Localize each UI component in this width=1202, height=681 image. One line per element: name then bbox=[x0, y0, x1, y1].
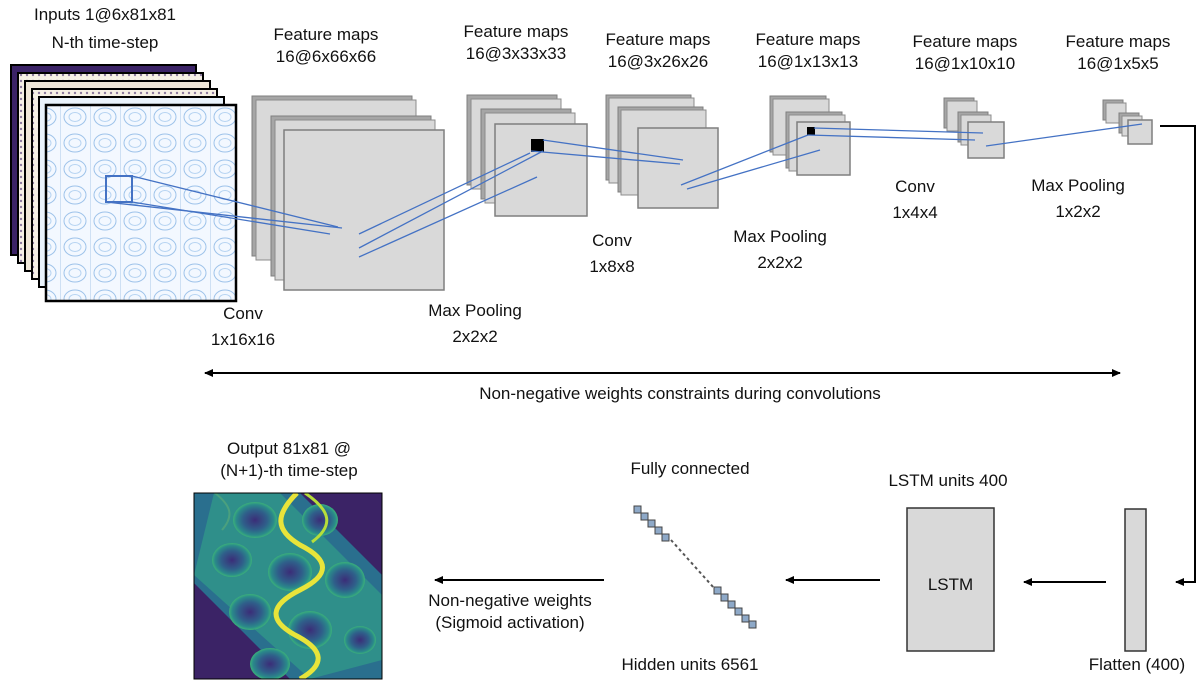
lstm-box-label: LSTM bbox=[927, 575, 974, 594]
operation-label-pool-3: Max Pooling 1x2x2 bbox=[1013, 175, 1143, 223]
feature-maps-title: Feature maps bbox=[605, 30, 711, 49]
feature-maps-dims: 16@6x66x66 bbox=[275, 47, 377, 66]
hidden-units-top bbox=[633, 505, 670, 542]
flow-connectors bbox=[204, 125, 1196, 586]
output-subtitle: (N+1)-th time-step bbox=[220, 461, 358, 480]
feature-maps-title: Feature maps bbox=[912, 32, 1018, 51]
operation-size: 1x2x2 bbox=[1055, 202, 1101, 221]
operation-size: 2x2x2 bbox=[757, 253, 803, 272]
constraint-label: Non-negative weights constraints during … bbox=[479, 384, 881, 403]
operation-label-pool-1: Max Pooling 2x2x2 bbox=[410, 300, 540, 348]
operation-name: Conv bbox=[592, 231, 632, 250]
operation-size: 1x4x4 bbox=[892, 203, 938, 222]
output-title: Output 81x81 @ bbox=[226, 439, 352, 458]
operation-size: 1x16x16 bbox=[210, 330, 276, 349]
feature-maps-dims: 16@1x13x13 bbox=[757, 52, 859, 71]
lstm-title: LSTM units 400 bbox=[888, 471, 1008, 490]
feature-map-stack-3 bbox=[605, 94, 719, 209]
operation-name: Max Pooling bbox=[733, 227, 827, 246]
flatten-label: Flatten (400) bbox=[1088, 655, 1186, 674]
lstm-layer bbox=[906, 507, 995, 652]
fully-connected-layer bbox=[633, 505, 757, 629]
feature-maps-dims: 16@3x26x26 bbox=[607, 52, 709, 71]
operation-name: Max Pooling bbox=[1031, 176, 1125, 195]
hidden-units-label: Hidden units 6561 bbox=[621, 655, 759, 674]
feature-maps-label-1: Feature maps 16@6x66x66 bbox=[256, 24, 396, 68]
feature-map-stack-1 bbox=[251, 95, 445, 291]
flatten-layer bbox=[1124, 508, 1147, 652]
operation-label-conv-1: Conv 1x16x16 bbox=[188, 303, 298, 351]
feature-maps-title: Feature maps bbox=[463, 22, 569, 41]
feature-map-stack-2 bbox=[466, 94, 588, 217]
operation-label-conv-2: Conv 1x8x8 bbox=[562, 230, 662, 278]
operation-label-conv-3: Conv 1x4x4 bbox=[865, 176, 965, 224]
feature-maps-label-6: Feature maps 16@1x5x5 bbox=[1048, 31, 1188, 75]
operation-size: 1x8x8 bbox=[589, 257, 635, 276]
activation-line-2: (Sigmoid activation) bbox=[435, 613, 585, 632]
fully-connected-title: Fully connected bbox=[630, 459, 750, 478]
input-label: Inputs 1@6x81x81 N-th time-step bbox=[0, 4, 210, 54]
feature-maps-dims: 16@1x5x5 bbox=[1077, 54, 1159, 73]
operation-name: Max Pooling bbox=[428, 301, 522, 320]
receptive-field-connectors bbox=[105, 123, 1143, 258]
hidden-units-bottom bbox=[713, 586, 757, 629]
feature-maps-dims: 16@1x10x10 bbox=[914, 54, 1016, 73]
output-activation-label: Non-negative weights (Sigmoid activation… bbox=[410, 590, 610, 634]
feature-maps-label-3: Feature maps 16@3x26x26 bbox=[588, 29, 728, 73]
operation-label-pool-2: Max Pooling 2x2x2 bbox=[715, 226, 845, 274]
feature-maps-label-5: Feature maps 16@1x10x10 bbox=[895, 31, 1035, 75]
operation-name: Conv bbox=[223, 304, 263, 323]
feature-map-stack-6 bbox=[1102, 99, 1153, 145]
feature-maps-title: Feature maps bbox=[1065, 32, 1171, 51]
feature-maps-title: Feature maps bbox=[273, 25, 379, 44]
activation-line-1: Non-negative weights bbox=[428, 591, 592, 610]
operation-size: 2x2x2 bbox=[452, 327, 498, 346]
feature-maps-title: Feature maps bbox=[755, 30, 861, 49]
feature-maps-label-4: Feature maps 16@1x13x13 bbox=[738, 29, 878, 73]
output-label: Output 81x81 @ (N+1)-th time-step bbox=[184, 438, 394, 482]
operation-name: Conv bbox=[895, 177, 935, 196]
output-field-image bbox=[193, 492, 383, 680]
feature-maps-dims: 16@3x33x33 bbox=[465, 44, 567, 63]
input-subtitle: N-th time-step bbox=[51, 33, 159, 52]
feature-maps-label-2: Feature maps 16@3x33x33 bbox=[446, 21, 586, 65]
input-stack bbox=[10, 64, 238, 303]
input-title: Inputs 1@6x81x81 bbox=[33, 5, 177, 24]
feature-map-stack-5 bbox=[943, 97, 1005, 159]
